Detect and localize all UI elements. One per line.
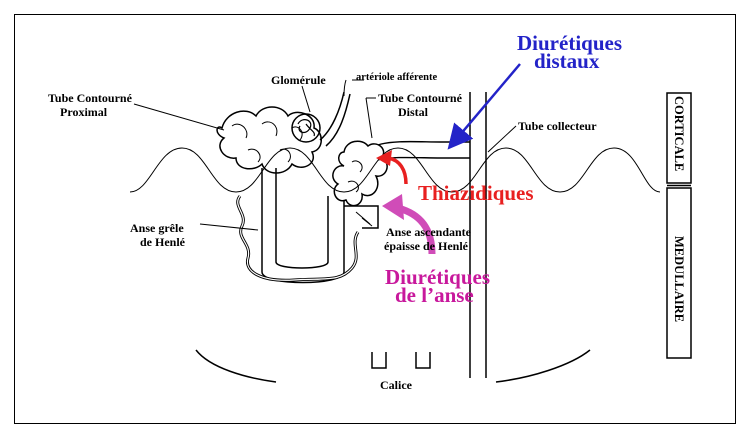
thiazidiques-arrow xyxy=(388,158,406,184)
label-anse-grele-1: Anse grêle xyxy=(130,221,184,235)
region-corticale: CORTICALE xyxy=(672,96,686,171)
proximal-tubule xyxy=(217,107,321,173)
region-medullaire: MEDULLAIRE xyxy=(672,236,686,322)
henle-loop xyxy=(238,168,378,283)
label-anse-asc-1: Anse ascendante xyxy=(386,225,472,239)
drug-distaux-2: distaux xyxy=(534,49,600,73)
drug-anse-2: de l’anse xyxy=(395,283,474,307)
collecting-duct xyxy=(470,92,486,378)
cortex-medulla-boundary xyxy=(130,148,660,192)
label-tcp-1: Tube Contourné xyxy=(48,91,133,105)
label-calice: Calice xyxy=(380,378,413,392)
label-tcp-2: Proximal xyxy=(60,105,108,119)
label-tcd-1: Tube Contourné xyxy=(378,91,463,105)
drug-thiazidiques: Thiazidiques xyxy=(418,181,534,205)
label-anse-grele-2: de Henlé xyxy=(140,235,186,249)
glomerulus xyxy=(292,114,320,142)
label-arteriole: artériole afférente xyxy=(356,72,437,83)
label-tcd-2: Distal xyxy=(398,105,429,119)
label-glomerule: Glomérule xyxy=(271,73,326,87)
distaux-arrow xyxy=(454,64,520,142)
afferent-arteriole xyxy=(320,92,350,146)
distal-tubule xyxy=(333,141,387,205)
label-tube-collecteur: Tube collecteur xyxy=(518,119,597,133)
label-anse-asc-2: épaisse de Henlé xyxy=(384,239,469,253)
